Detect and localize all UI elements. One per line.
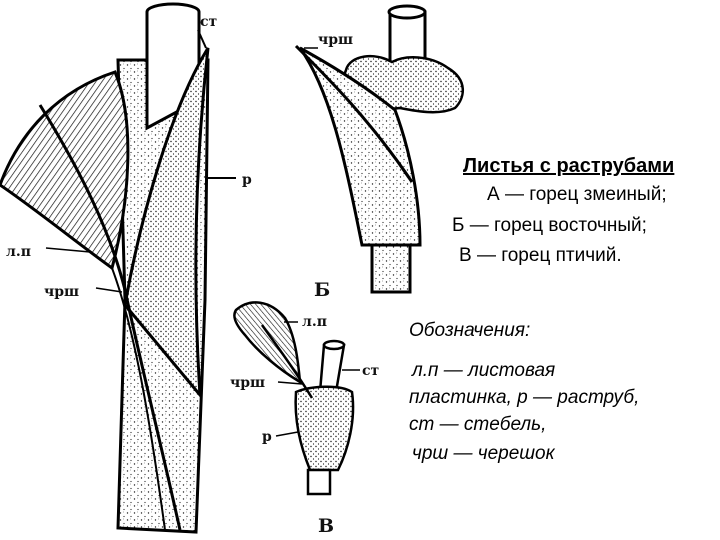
figure-c-label-lp: л.п — [302, 314, 327, 330]
figure-a-label-chrsh: чрш — [44, 284, 79, 300]
figure-b-letter: Б — [314, 279, 330, 301]
figure-c: л.п ст чрш р В — [230, 301, 380, 537]
figure-c-stem-bottom — [306, 468, 332, 496]
figure-a-petiole-inner — [111, 267, 166, 531]
figure-a-label-lp: л.п — [6, 244, 31, 260]
figure-a-label-st: ст — [200, 14, 218, 30]
legend-heading: Обозначения: — [409, 320, 531, 341]
figure-c-leaf-blade — [233, 301, 302, 385]
figure-b-stem-lower — [370, 238, 412, 294]
figure-b-petiole — [294, 44, 414, 183]
figure-c-stem-top — [318, 343, 346, 394]
figure-a-chrsh-pointer — [95, 287, 123, 293]
figure-b: чрш Б — [294, 4, 464, 301]
figure-a-petiole — [38, 104, 182, 531]
figure-c-letter: В — [318, 515, 334, 537]
species-b: Б — горец восточный; — [452, 215, 647, 236]
figure-b-label-chrsh: чрш — [318, 32, 353, 48]
legend-line-1: л.п — листовая — [412, 360, 556, 381]
diagram-title: Листья с раструбами — [463, 155, 675, 177]
figure-c-label-r: р — [262, 429, 272, 445]
species-c: В — горец птичий. — [459, 245, 622, 266]
figure-a-sheath — [123, 47, 210, 400]
figure-a-lp-pointer — [45, 247, 91, 253]
figure-c-r-pointer — [275, 431, 299, 437]
figure-c-label-chrsh: чрш — [230, 375, 265, 391]
figure-c-label-st: ст — [362, 363, 380, 379]
figure-c-petiole — [260, 324, 314, 399]
figure-a-label-r: р — [242, 172, 252, 188]
figure-c-ocrea — [294, 385, 355, 472]
figure-b-stem-cap — [387, 4, 427, 20]
figure-a: ст р л.п чрш — [0, 2, 252, 534]
figure-c-chrsh-pointer — [277, 381, 303, 385]
figure-c-stem-cap — [322, 339, 346, 351]
figure-b-sheath — [298, 46, 422, 247]
legend-line-4: чрш — черешок — [412, 443, 555, 464]
figure-a-st-pointer — [197, 29, 207, 49]
species-a: А — горец змеиный; — [487, 184, 667, 205]
legend-line-3: ст — стебель, — [409, 414, 547, 435]
legend-line-2: пластинка, р — раструб, — [409, 387, 640, 408]
